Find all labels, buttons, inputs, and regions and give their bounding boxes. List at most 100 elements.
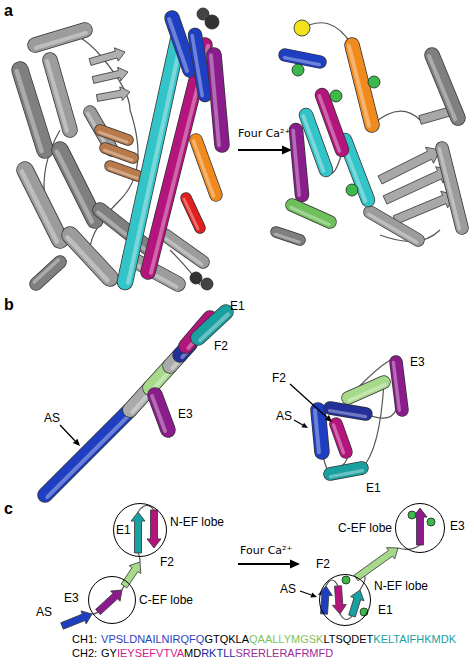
helix-label: E3 <box>64 592 79 605</box>
helix-cylinder <box>442 148 462 228</box>
helix-cylinder <box>36 262 60 284</box>
ion-sphere <box>342 576 350 584</box>
helix-outline <box>370 212 418 240</box>
helix-cylinder <box>60 150 95 220</box>
coil-line <box>326 580 338 586</box>
helix-highlight <box>275 234 299 242</box>
strand-arrow <box>89 48 125 66</box>
helix-highlight <box>194 141 214 196</box>
helix-outline <box>70 235 110 278</box>
arrow-line <box>238 563 290 565</box>
helix-highlight <box>429 56 455 119</box>
coil-line <box>92 612 98 614</box>
sequence-segment: CH2: <box>72 647 97 660</box>
ion-sphere <box>292 64 304 76</box>
strand-arrow <box>96 87 130 102</box>
panel-letter: b <box>4 296 14 314</box>
helix-highlight <box>334 425 344 453</box>
helix-outline <box>165 235 203 262</box>
helix-outline <box>348 382 384 398</box>
arrow-line <box>238 149 282 151</box>
helix-highlight <box>67 237 107 280</box>
helix-outline <box>292 205 330 222</box>
sequence-segment: CH1: <box>72 633 97 646</box>
strand-arrow <box>131 512 145 553</box>
strand-arrow <box>92 67 128 83</box>
helix-highlight <box>319 96 339 151</box>
helix-highlight <box>47 61 67 131</box>
helix-highlight <box>315 410 319 452</box>
helix-highlight <box>284 58 319 65</box>
helix-highlight <box>349 384 385 400</box>
ion-sphere <box>427 518 435 526</box>
helix-highlight <box>330 471 362 477</box>
strand-arrow <box>147 510 161 548</box>
arrow-line <box>60 425 75 441</box>
helix-label: AS <box>44 412 60 425</box>
helix-cylinder <box>198 312 226 338</box>
ion-sphere <box>201 278 213 290</box>
helix-outline <box>306 115 326 170</box>
strand-arrow <box>61 611 92 629</box>
helix-label: E1 <box>378 604 393 617</box>
helix-outline <box>25 170 60 240</box>
helix-label: E3 <box>178 408 193 421</box>
helix-highlight <box>152 396 165 431</box>
helix-label: F2 <box>214 340 228 353</box>
helix-highlight <box>99 132 127 142</box>
helix-highlight <box>163 237 201 264</box>
helix-highlight <box>184 199 198 229</box>
lobe-label: C-EF lobe <box>338 522 392 535</box>
helix-highlight <box>57 152 92 222</box>
helix-label: AS <box>280 583 296 596</box>
helix-cylinder <box>370 212 418 240</box>
sequence-segment: QAALLYMGSK <box>249 633 323 646</box>
helix-outline <box>196 140 216 195</box>
helix-label: E1 <box>230 300 245 313</box>
arrow-head <box>301 423 308 428</box>
strand-arrow <box>318 586 332 614</box>
helix-highlight <box>330 411 366 417</box>
helix-outline <box>442 148 462 228</box>
ion-sphere <box>408 511 416 519</box>
strand-arrow <box>96 590 122 615</box>
helix-outline <box>20 70 45 150</box>
helix-outline <box>186 198 200 228</box>
lobe-circle: N-EF lobe <box>319 574 371 626</box>
helix-cylinder <box>165 235 203 262</box>
arrow-head <box>290 560 300 569</box>
helix-cylinder <box>172 18 190 70</box>
helix-highlight <box>192 35 202 95</box>
helix-label: E3 <box>450 520 465 533</box>
lobe-label: N-EF lobe <box>374 580 428 593</box>
helix-highlight <box>36 33 86 48</box>
helix-outline <box>432 55 458 118</box>
helix-outline <box>172 18 190 70</box>
ion-sphere <box>294 20 310 36</box>
lobe-circle: C-EF lobe <box>88 576 136 624</box>
helix-label: AS <box>276 410 292 423</box>
helix-highlight <box>17 71 42 151</box>
helix-label: F2 <box>160 556 174 569</box>
coil-line <box>122 586 124 590</box>
lobe-label: C-EF lobe <box>139 594 193 607</box>
helix-label: F2 <box>316 558 330 571</box>
arrow-line <box>294 420 303 425</box>
arrow-label: Four Ca²⁺ <box>240 545 292 557</box>
helix-highlight <box>293 130 299 195</box>
helix-highlight <box>303 116 323 171</box>
helix-outline <box>60 150 95 220</box>
helix-label: F2 <box>272 372 286 385</box>
coil-line <box>138 553 140 562</box>
strand-arrow <box>121 562 141 588</box>
sequence-segment: RKTLL <box>201 647 235 660</box>
ion-sphere <box>368 76 380 88</box>
sequence-segment: SRERLERAFRMFD <box>235 647 333 660</box>
helix-highlight <box>291 207 329 224</box>
helix-outline <box>50 60 70 130</box>
helix-outline <box>36 262 60 284</box>
helix-cylinder <box>20 70 45 150</box>
helix-highlight <box>439 149 459 229</box>
